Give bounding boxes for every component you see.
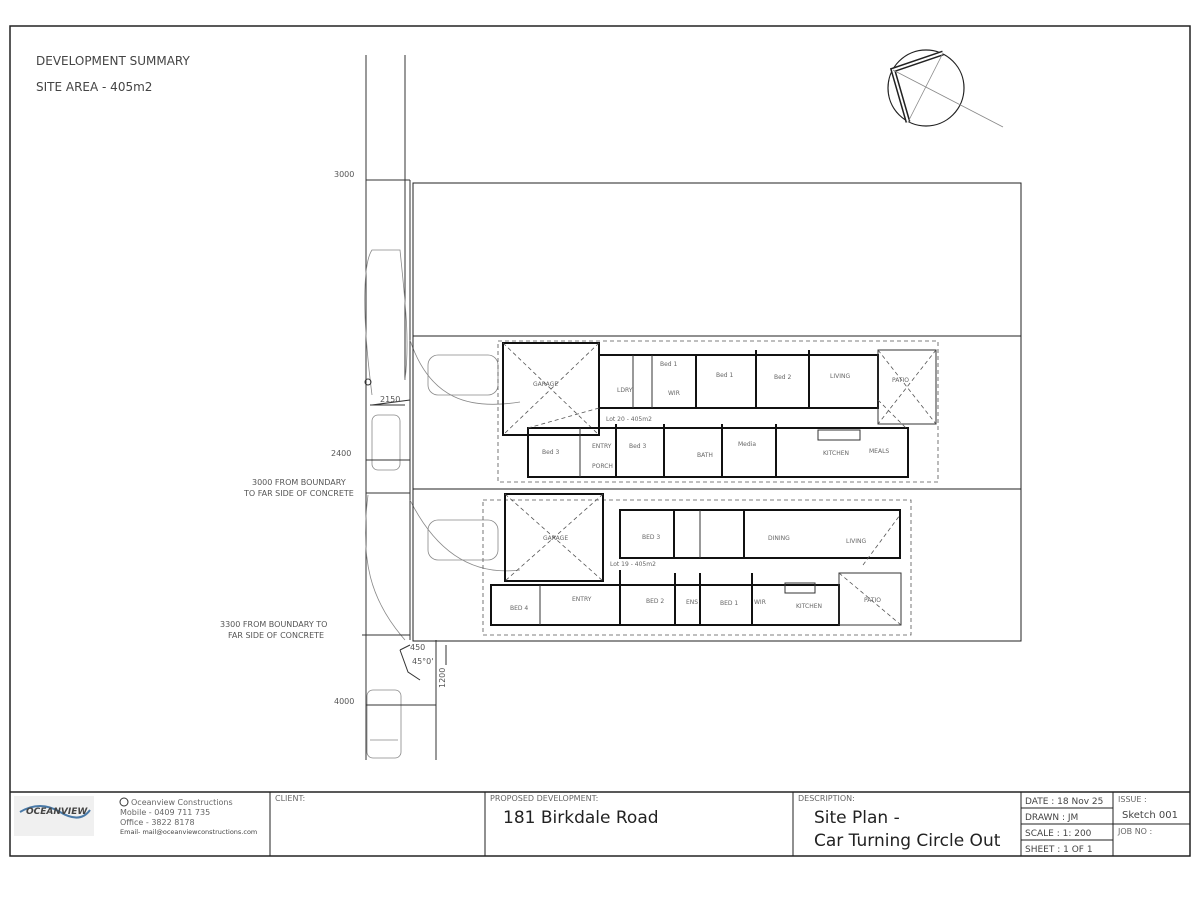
company-email: Email- mail@oceanviewconstructions.com: [120, 828, 257, 836]
room-label: Bed 3: [629, 443, 647, 450]
description-line2: Car Turning Circle Out: [814, 831, 1001, 851]
job-no-label: JOB NO :: [1117, 827, 1152, 836]
room-label: PORCH: [592, 463, 613, 470]
room-label: BED 3: [642, 534, 660, 541]
dimension-lines: [362, 179, 447, 706]
scale: SCALE : 1: 200: [1025, 829, 1092, 839]
room-label: PATIO: [892, 377, 909, 384]
room-label: GARAGE: [543, 535, 568, 542]
boundary-note-3300-line2: FAR SIDE OF CONCRETE: [228, 631, 324, 640]
boundary-note-3300-line1: 3300 FROM BOUNDARY TO: [220, 620, 327, 629]
lot-19-house: [482, 493, 912, 636]
dim-450: 450: [410, 643, 425, 652]
proposed-label: PROPOSED DEVELOPMENT:: [490, 794, 598, 803]
dim-2400: 2400: [331, 449, 351, 458]
room-label: WIR: [668, 390, 680, 397]
lot-20-house: [497, 340, 939, 483]
dim-angle: 45°0': [412, 657, 433, 666]
room-label: KITCHEN: [823, 450, 849, 457]
dim-3000: 3000: [334, 170, 354, 179]
room-label: PATIO: [864, 597, 881, 604]
dim-1200: 1200: [438, 668, 447, 688]
room-label: BATH: [697, 452, 713, 459]
room-label: Bed 2: [774, 374, 792, 381]
client-label: CLIENT:: [275, 794, 305, 803]
room-label: LIVING: [830, 373, 850, 380]
north-arrow-icon: [887, 49, 1004, 128]
room-label: BED 2: [646, 598, 664, 605]
summary-title: DEVELOPMENT SUMMARY: [36, 54, 190, 68]
sheet: SHEET : 1 OF 1: [1025, 845, 1093, 855]
lot-19-label: Lot 19 - 405m2: [610, 561, 656, 568]
dim-4000: 4000: [334, 697, 354, 706]
room-label: KITCHEN: [796, 603, 822, 610]
issue-value: Sketch 001: [1122, 810, 1178, 821]
site-area: SITE AREA - 405m2: [36, 80, 152, 94]
drawn-by: DRAWN : JM: [1025, 813, 1078, 823]
room-label: BED 4: [510, 605, 528, 612]
room-label: WIR: [754, 599, 766, 606]
proposed-development: 181 Birkdale Road: [503, 808, 659, 828]
car-icon: [366, 689, 402, 759]
company-name: Oceanview Constructions: [131, 798, 233, 807]
room-label: LDRY: [617, 387, 633, 394]
date: DATE : 18 Nov 25: [1025, 797, 1103, 807]
lot-20-label: Lot 20 - 405m2: [606, 416, 652, 423]
room-label: Bed 3: [542, 449, 560, 456]
issue-label: ISSUE :: [1118, 795, 1147, 804]
boundary-note-3000-line1: 3000 FROM BOUNDARY: [252, 478, 346, 487]
room-label: Bed 1: [660, 361, 678, 368]
room-label: BED 1: [720, 600, 738, 607]
copyright-icon: [119, 797, 129, 807]
lot-boundaries: [412, 182, 1022, 642]
title-block: [10, 791, 1190, 856]
room-label: MEALS: [869, 448, 889, 455]
sheet-border: [9, 25, 1191, 857]
company-office: Office - 3822 8178: [120, 818, 195, 827]
room-label: GARAGE: [533, 381, 558, 388]
room-label: Bed 1: [716, 372, 734, 379]
boundary-note-3000-line2: TO FAR SIDE OF CONCRETE: [243, 489, 354, 498]
room-label: ENS: [686, 599, 698, 606]
company-mobile: Mobile - 0409 711 735: [120, 808, 210, 817]
room-label: ENTRY: [592, 443, 612, 450]
driveway: [364, 55, 521, 760]
description-label: DESCRIPTION:: [798, 794, 855, 803]
room-label: DINING: [768, 535, 790, 542]
description-line1: Site Plan -: [814, 808, 900, 828]
room-label: Media: [738, 441, 756, 448]
room-label: LIVING: [846, 538, 866, 545]
room-label: ENTRY: [572, 596, 592, 603]
logo-text: OCEANVIEW: [26, 807, 88, 817]
dim-2150: 2150: [380, 395, 400, 404]
